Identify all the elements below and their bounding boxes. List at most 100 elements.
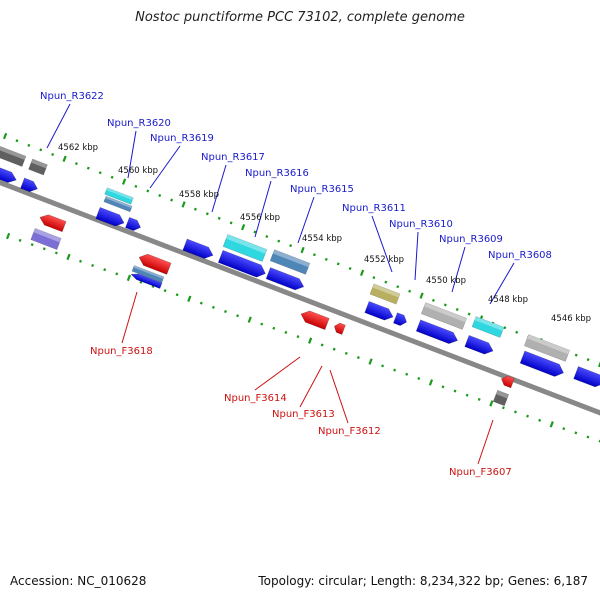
- gene-label-npun-r3619: Npun_R3619: [149, 133, 214, 189]
- feature-box: [30, 228, 62, 250]
- svg-text:Npun_R3617: Npun_R3617: [201, 152, 265, 163]
- minor-tick: [170, 198, 174, 202]
- minor-tick: [586, 435, 590, 439]
- minor-tick: [336, 262, 340, 266]
- reverse-gene-arrow: [125, 216, 141, 231]
- gene-label-npun-r3620: Npun_R3620: [107, 118, 171, 179]
- minor-tick: [417, 376, 421, 380]
- reverse-gene-arrow: [464, 334, 494, 355]
- minor-tick: [344, 351, 348, 355]
- map-title: Nostoc punctiforme PCC 73102, complete g…: [135, 10, 465, 25]
- minor-tick: [598, 439, 600, 443]
- minor-tick: [42, 247, 46, 251]
- minor-tick: [324, 257, 328, 261]
- major-tick: [368, 358, 373, 365]
- minor-tick: [103, 268, 107, 272]
- reverse-gene-arrow: [573, 366, 600, 388]
- major-tick: [489, 400, 494, 407]
- minor-tick: [284, 330, 288, 334]
- minor-tick: [18, 238, 22, 242]
- tick-label: 4552 kbp: [364, 255, 404, 265]
- tick-label: 4548 kbp: [488, 295, 528, 305]
- minor-tick: [477, 397, 481, 401]
- major-tick: [300, 246, 305, 254]
- gene-label-npun-r3610: Npun_R3610: [389, 219, 453, 281]
- major-tick: [121, 178, 127, 185]
- gene-label-npun-f3614: Npun_F3614: [224, 356, 301, 404]
- minor-tick: [431, 298, 435, 302]
- svg-text:Npun_F3614: Npun_F3614: [224, 393, 287, 404]
- tick-label: 4556 kbp: [240, 213, 280, 223]
- minor-tick: [51, 152, 55, 156]
- gene-label-npun-r3608: Npun_R3608: [488, 250, 552, 305]
- minor-tick: [236, 314, 240, 318]
- minor-tick: [277, 239, 281, 243]
- major-tick: [187, 295, 192, 302]
- feature-box: [471, 316, 505, 338]
- minor-tick: [526, 414, 529, 418]
- major-tick: [419, 292, 424, 299]
- minor-tick: [193, 207, 197, 211]
- reverse-gene-arrow: [265, 267, 305, 291]
- minor-tick: [455, 307, 459, 312]
- minor-tick: [199, 301, 203, 305]
- feature-box: [420, 302, 468, 330]
- svg-text:Npun_F3613: Npun_F3613: [272, 409, 335, 420]
- minor-tick: [253, 230, 257, 234]
- tick-label: 4558 kbp: [179, 190, 219, 200]
- minor-tick: [15, 139, 19, 143]
- minor-tick: [312, 253, 316, 257]
- major-tick: [240, 224, 246, 231]
- minor-tick: [465, 393, 469, 397]
- gene-label-npun-f3612: Npun_F3612: [318, 369, 381, 437]
- tick-label: 4562 kbp: [58, 143, 98, 153]
- minor-tick: [396, 285, 400, 289]
- svg-text:Npun_F3607: Npun_F3607: [449, 467, 512, 478]
- feature-box: [369, 283, 401, 305]
- minor-tick: [134, 184, 138, 188]
- minor-tick: [54, 251, 58, 255]
- accession-label: Accession: NC_010628: [10, 574, 147, 588]
- forward-gene-arrow: [39, 214, 67, 233]
- minor-tick: [27, 143, 31, 147]
- svg-text:Npun_F3618: Npun_F3618: [90, 346, 153, 357]
- minor-tick: [408, 289, 412, 293]
- major-tick: [2, 132, 8, 140]
- reverse-gene-arrow: [393, 312, 407, 326]
- minor-tick: [217, 216, 221, 220]
- reverse-gene-arrow: [217, 249, 266, 278]
- major-tick: [66, 253, 71, 261]
- feature-box: [103, 195, 133, 213]
- minor-tick: [515, 330, 519, 334]
- tick-label: 4560 kbp: [118, 166, 158, 176]
- reverse-gene-arrow: [95, 206, 125, 227]
- feature-box: [28, 158, 48, 176]
- minor-tick: [224, 310, 227, 314]
- minor-tick: [441, 385, 445, 389]
- reverse-gene-arrow: [364, 300, 394, 321]
- minor-tick: [538, 418, 542, 422]
- svg-text:Npun_R3616: Npun_R3616: [245, 168, 309, 179]
- minor-tick: [158, 193, 162, 198]
- minor-tick: [320, 343, 324, 347]
- forward-gene-arrow: [501, 375, 515, 389]
- minor-tick: [211, 305, 215, 309]
- svg-text:Npun_R3620: Npun_R3620: [107, 118, 171, 129]
- gene-label-npun-f3613: Npun_F3613: [272, 365, 335, 420]
- svg-text:Npun_R3609: Npun_R3609: [439, 234, 503, 245]
- feature-box: [269, 249, 311, 275]
- minor-tick: [467, 312, 471, 316]
- svg-text:Npun_R3611: Npun_R3611: [342, 203, 406, 214]
- feature-box: [104, 187, 134, 205]
- minor-tick: [453, 389, 457, 393]
- minor-tick: [79, 259, 82, 263]
- minor-tick: [260, 322, 264, 326]
- reverse-gene-arrow: [20, 177, 38, 193]
- major-tick: [181, 201, 186, 208]
- svg-text:Npun_R3619: Npun_R3619: [150, 133, 214, 144]
- major-tick: [359, 269, 365, 277]
- major-tick: [62, 155, 67, 163]
- minor-tick: [74, 162, 78, 166]
- minor-tick: [30, 243, 34, 247]
- minor-tick: [574, 353, 578, 357]
